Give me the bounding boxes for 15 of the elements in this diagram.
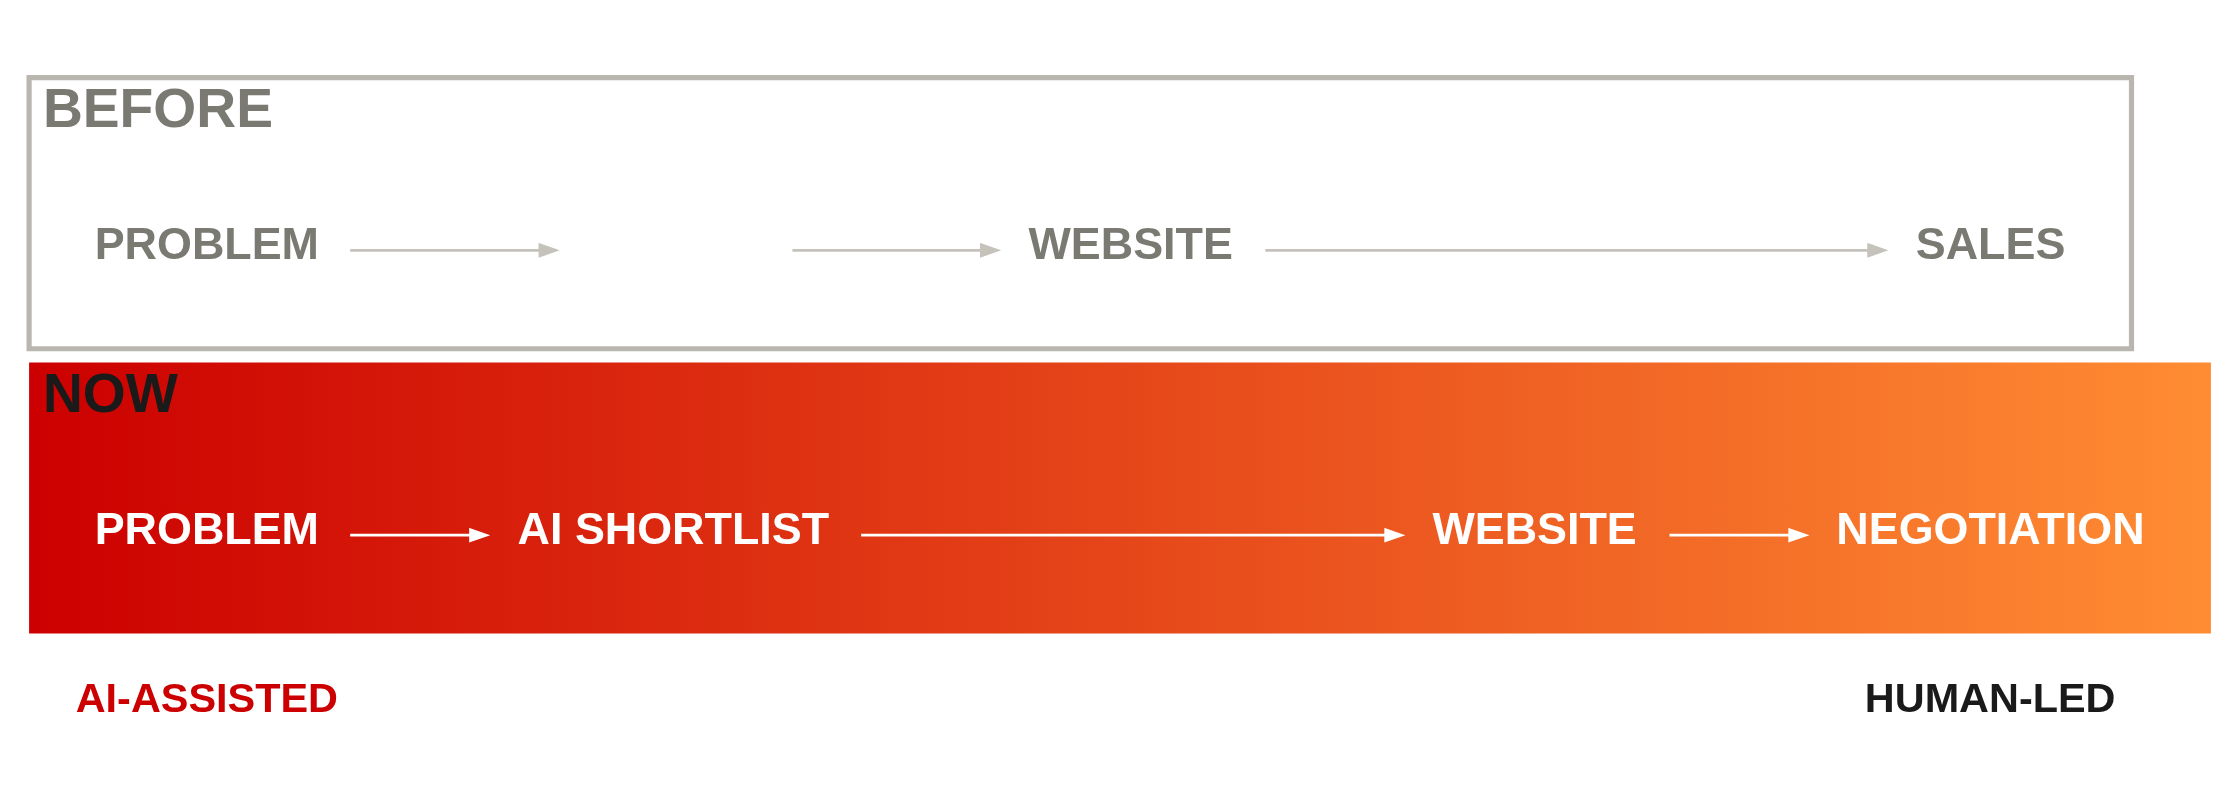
arrow — [350, 527, 491, 543]
arrow — [350, 242, 560, 258]
arrow — [861, 527, 1406, 543]
label: AI-ASSISTED — [75, 674, 338, 721]
node-text: WEBSITE — [1028, 217, 1233, 269]
arrow — [1669, 527, 1810, 543]
arrow — [792, 242, 1002, 258]
node-text: WEBSITE — [1432, 502, 1637, 554]
arrow — [1265, 242, 1889, 258]
node-text: PROBLEM — [94, 217, 319, 269]
label: HUMAN-LED — [1864, 674, 2116, 721]
node-text: SALES — [1915, 217, 2066, 269]
node-text: PROBLEM — [94, 502, 319, 554]
node-text: NEGOTIATION — [1836, 502, 2145, 554]
node-text: AI SHORTLIST — [517, 502, 830, 554]
